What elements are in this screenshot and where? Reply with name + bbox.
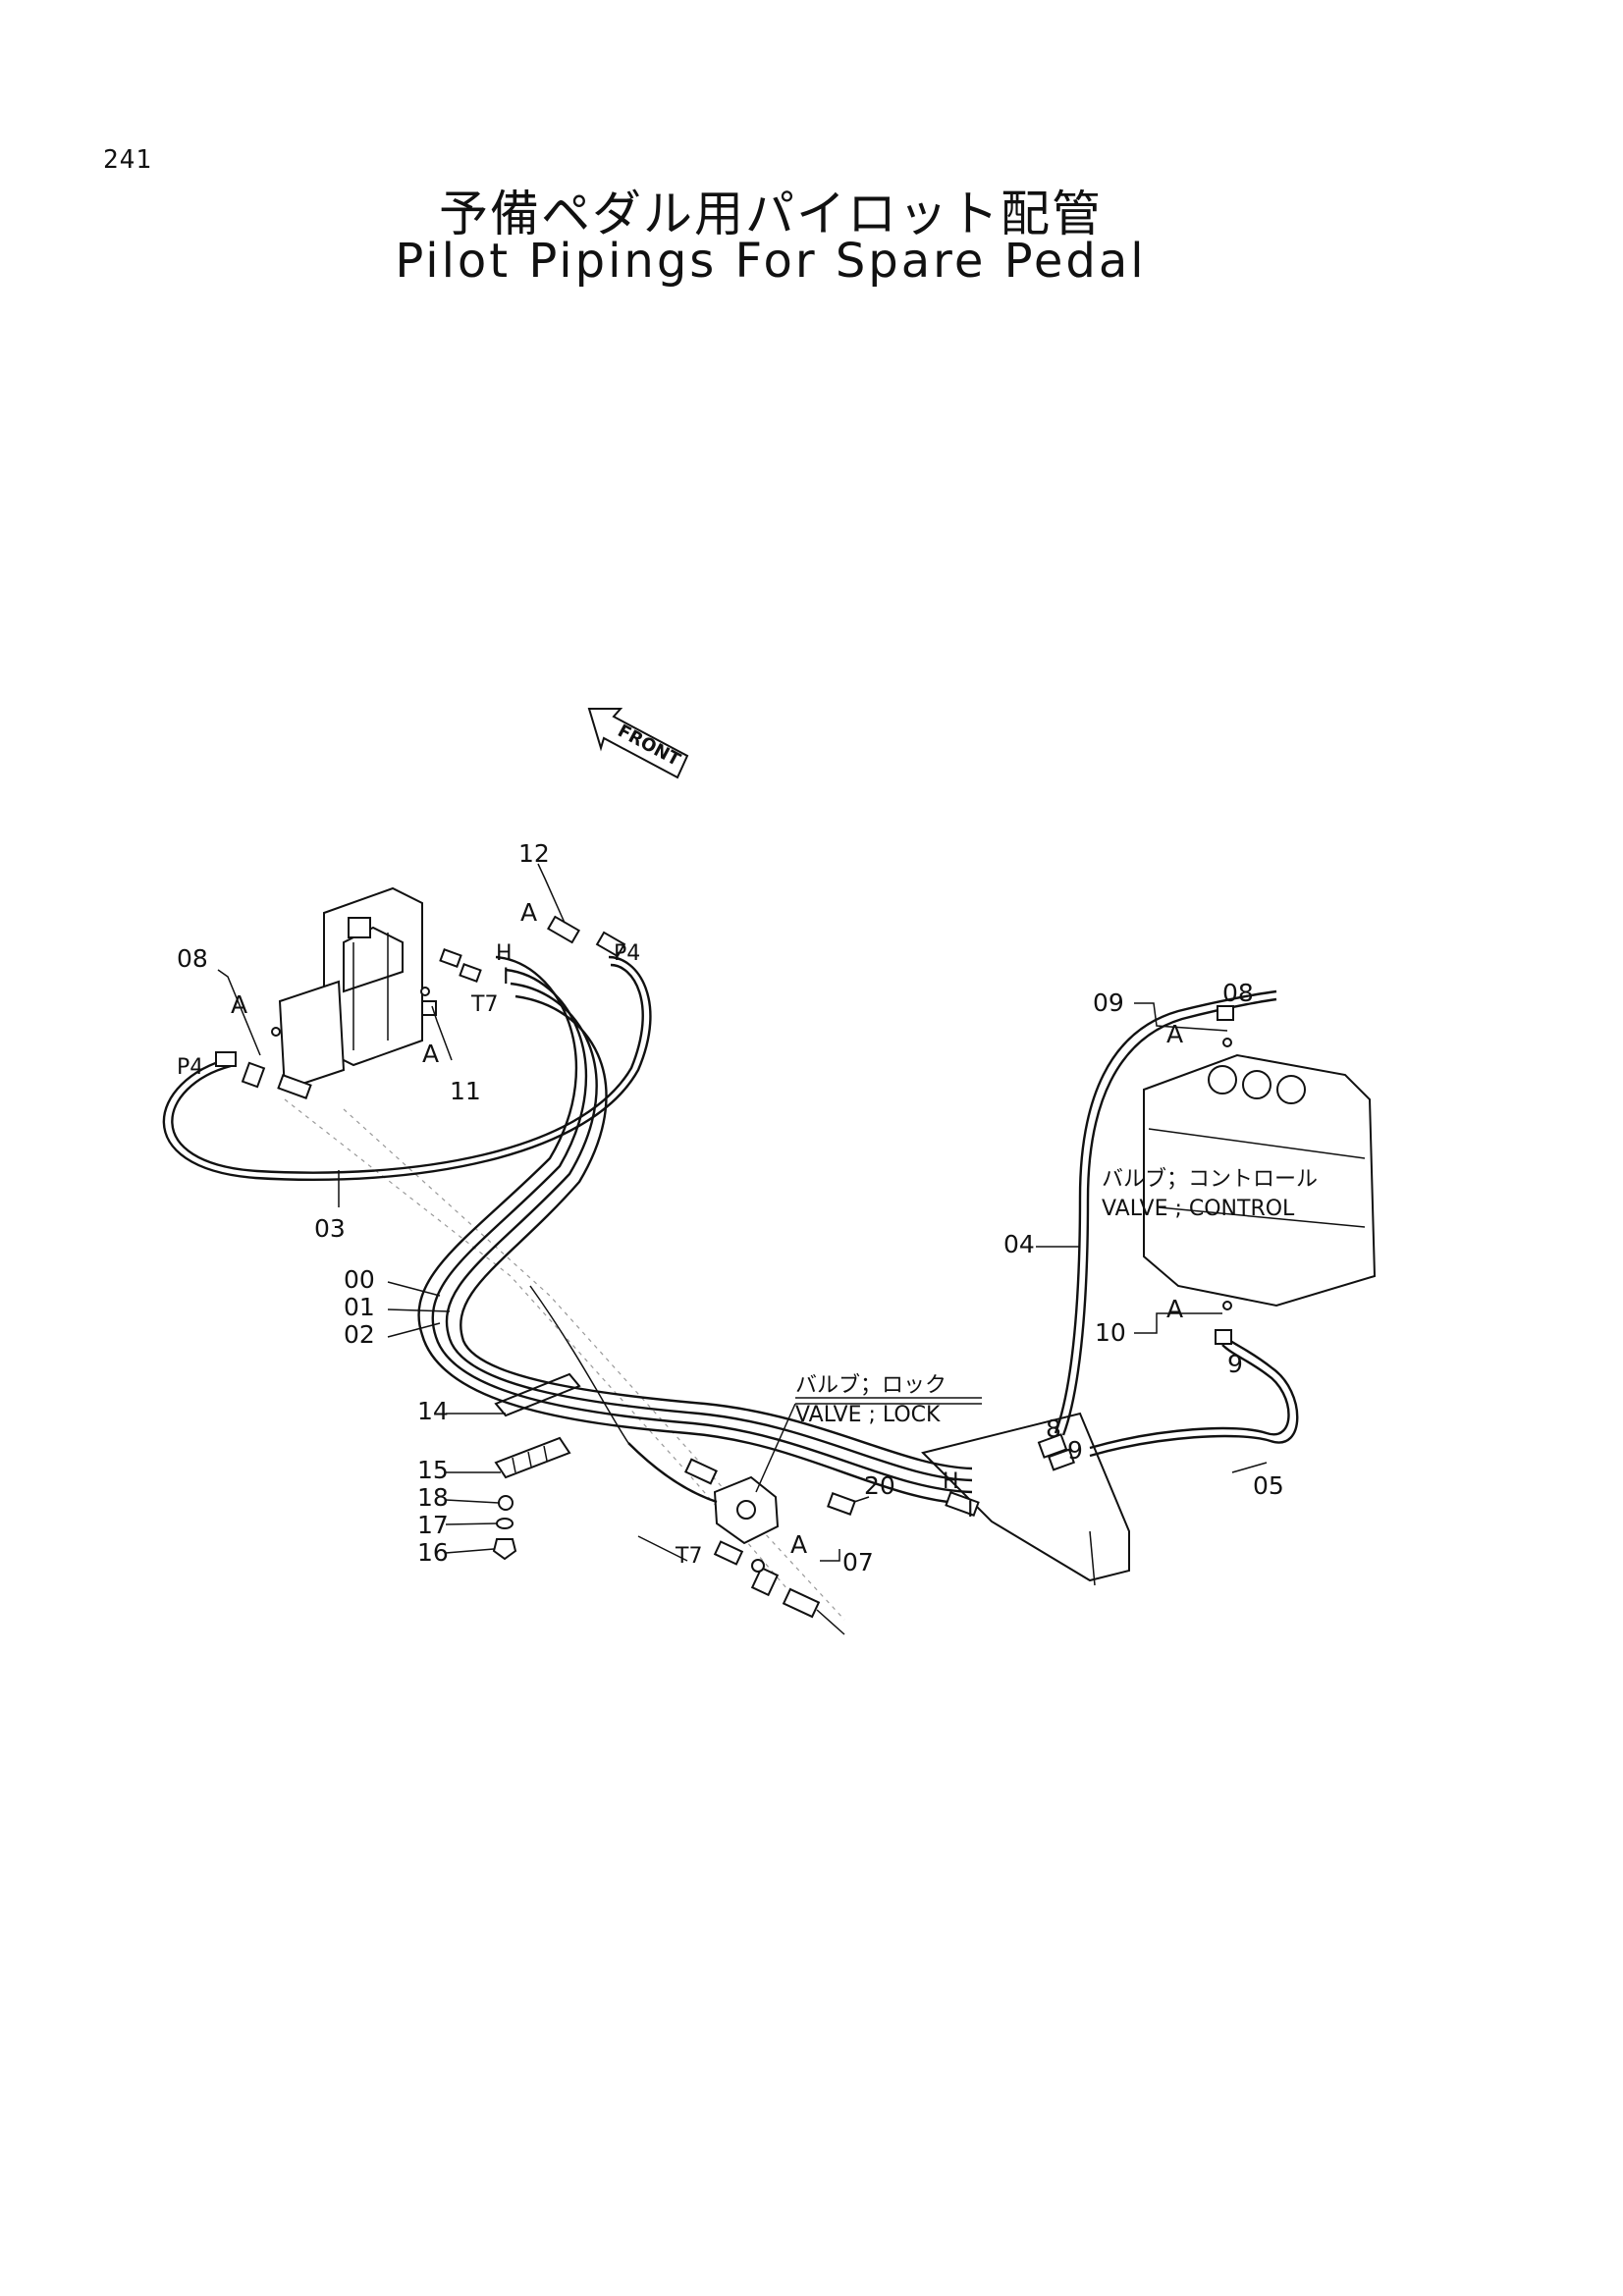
label-8-small: 8	[1046, 1415, 1061, 1443]
lock-valve	[713, 1475, 780, 1545]
label-14: 14	[417, 1397, 449, 1425]
hose-03	[162, 955, 652, 1182]
hose-to-lock	[627, 1442, 718, 1504]
leader-lines	[217, 863, 1268, 1562]
label-9-small-right: 9	[1227, 1350, 1243, 1378]
washer-17	[496, 1518, 514, 1529]
component-labels: バルブ；コントロール VALVE ; CONTROL バルブ；ロック VALVE…	[795, 1167, 1318, 1427]
washer-18	[498, 1495, 514, 1511]
hose-04	[1054, 989, 1277, 1434]
label-08-right: 08	[1222, 979, 1254, 1007]
detail-a-upper: A	[520, 898, 537, 927]
manifold-block	[921, 1412, 1130, 1586]
port-p4-left: P4	[177, 1055, 203, 1080]
control-valve-label-en: VALVE ; CONTROL	[1102, 1197, 1295, 1221]
pilot-valve	[278, 886, 423, 1092]
detail-a-top-right: A	[1166, 1020, 1183, 1048]
label-20: 20	[864, 1471, 895, 1500]
label-10: 10	[1095, 1318, 1126, 1347]
label-02: 02	[344, 1320, 375, 1349]
lock-valve-label-en: VALVE ; LOCK	[795, 1403, 941, 1427]
lock-valve-label-jp: バルブ；ロック	[795, 1373, 947, 1398]
detail-marks: A A A A A A	[231, 898, 1183, 1559]
label-04: 04	[1003, 1230, 1035, 1258]
label-05: 05	[1253, 1471, 1284, 1500]
label-9-small: 9	[1067, 1436, 1083, 1465]
port-t7-lower: T7	[675, 1544, 702, 1569]
detail-a-pilot: A	[422, 1040, 439, 1068]
label-16: 16	[417, 1538, 449, 1567]
port-h-upper: H	[496, 941, 513, 966]
frame-outline	[284, 1098, 845, 1621]
port-i-upper: I	[503, 965, 510, 989]
label-11: 11	[450, 1077, 481, 1105]
label-07: 07	[842, 1548, 874, 1576]
clamp-15	[494, 1436, 571, 1479]
title-japanese: 予備ペダル用パイロット配管	[439, 186, 1103, 242]
detail-a-lock: A	[790, 1530, 807, 1559]
label-12: 12	[518, 839, 550, 868]
label-03: 03	[314, 1214, 346, 1243]
label-00: 00	[344, 1265, 375, 1294]
label-15: 15	[417, 1456, 449, 1484]
fittings	[215, 915, 1234, 1635]
port-p4-right: P4	[614, 941, 640, 966]
title-english: Pilot Pipings For Spare Pedal	[395, 234, 1147, 289]
hose-bundle	[417, 955, 973, 1506]
label-01: 01	[344, 1293, 375, 1321]
control-valve	[1143, 1053, 1377, 1308]
bolt-16	[492, 1538, 517, 1561]
label-09: 09	[1093, 988, 1124, 1017]
port-h-lower: H	[943, 1469, 959, 1494]
hose-05	[1089, 1344, 1290, 1450]
port-t7-upper: T7	[470, 992, 498, 1017]
label-08-left: 08	[177, 944, 208, 973]
port-labels: H I T7 P4 P4 H I T7	[177, 941, 974, 1569]
detail-a-left: A	[231, 990, 247, 1019]
label-17: 17	[417, 1511, 449, 1539]
label-18: 18	[417, 1483, 449, 1512]
port-i-lower: I	[967, 1498, 974, 1522]
page-number: 241	[103, 145, 152, 175]
part-labels: 00 01 02 03 04 05 07 08 08 09 10 11 12 1…	[177, 839, 1284, 1576]
detail-a-bottom-right: A	[1166, 1295, 1183, 1323]
control-valve-label-jp: バルブ；コントロール	[1102, 1167, 1318, 1192]
front-arrow: FRONT	[587, 708, 689, 779]
